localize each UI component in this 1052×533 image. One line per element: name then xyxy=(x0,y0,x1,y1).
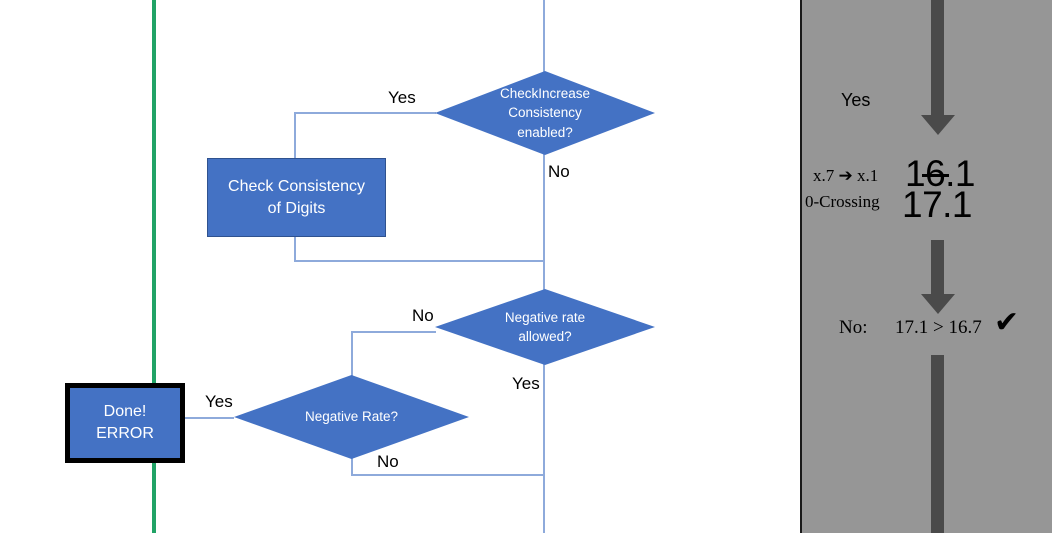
connector-no-check-increase xyxy=(543,154,545,296)
diamond-shape xyxy=(435,71,655,155)
panel-row-1-value: 17.1 xyxy=(902,184,973,225)
annotation-panel: Yes x.7 ➔ x.1 16.1 0-Crossing 17.1 No: 1… xyxy=(800,0,1052,533)
panel-arrow-1-head xyxy=(920,115,955,135)
panel-yes-label: Yes xyxy=(841,90,871,110)
panel-row-0-strikethrough xyxy=(922,174,949,177)
green-divider-rule xyxy=(152,0,156,533)
connector-top-spine xyxy=(543,0,545,72)
panel-arrow-1-shaft xyxy=(931,0,944,117)
process-done-error[interactable]: Done! ERROR xyxy=(65,383,185,463)
panel-comparison-prefix: No: xyxy=(839,317,868,338)
edge-label-yes-done-error: Yes xyxy=(205,392,233,411)
decision-negative-rate-allowed[interactable]: Negative rate allowed? xyxy=(435,289,655,365)
connector-yes-negative-rate-allowed xyxy=(543,364,545,475)
edge-label-yes-check-increase: Yes xyxy=(388,88,416,107)
process-label: Done! ERROR xyxy=(96,403,154,442)
connector-yes-check-increase-top xyxy=(294,112,436,114)
panel-arrow-2-shaft xyxy=(931,240,944,298)
diamond-shape xyxy=(435,289,655,365)
process-check-consistency-of-digits[interactable]: Check Consistency of Digits xyxy=(207,158,386,237)
decision-check-increase-consistency[interactable]: CheckIncrease Consistency enabled? xyxy=(435,71,655,155)
panel-row-1-caption: 0-Crossing xyxy=(805,192,880,211)
connector-bottom-spine xyxy=(543,474,545,533)
edge-label-no-check-increase: No xyxy=(548,162,570,181)
checkmark-icon: ✔ xyxy=(994,305,1020,340)
panel-comparison-expression: 17.1 > 16.7 xyxy=(895,317,982,338)
panel-row-0-value: 16.1 xyxy=(905,153,976,194)
edge-label-no-negative-rate: No xyxy=(377,452,399,471)
connector-no-negative-rate-down xyxy=(351,458,353,475)
connector-yes-check-increase-return xyxy=(294,260,544,262)
edge-label-no-negative-rate-allowed: No xyxy=(412,306,434,325)
edge-label-yes-negative-rate-allowed: Yes xyxy=(512,374,540,393)
panel-arrow-2-head xyxy=(920,294,955,314)
connector-yes-done-error xyxy=(174,417,234,419)
connector-no-negative-rate-allowed xyxy=(351,331,436,333)
decision-negative-rate[interactable]: Negative Rate? xyxy=(234,375,469,459)
panel-row-0-caption: x.7 ➔ x.1 xyxy=(813,166,879,185)
connector-no-negative-rate-allowed-down xyxy=(351,331,353,376)
diamond-shape xyxy=(234,375,469,459)
process-label: Check Consistency of Digits xyxy=(228,177,365,217)
panel-bottom-bar xyxy=(931,355,944,533)
connector-no-negative-rate-return xyxy=(351,474,544,476)
